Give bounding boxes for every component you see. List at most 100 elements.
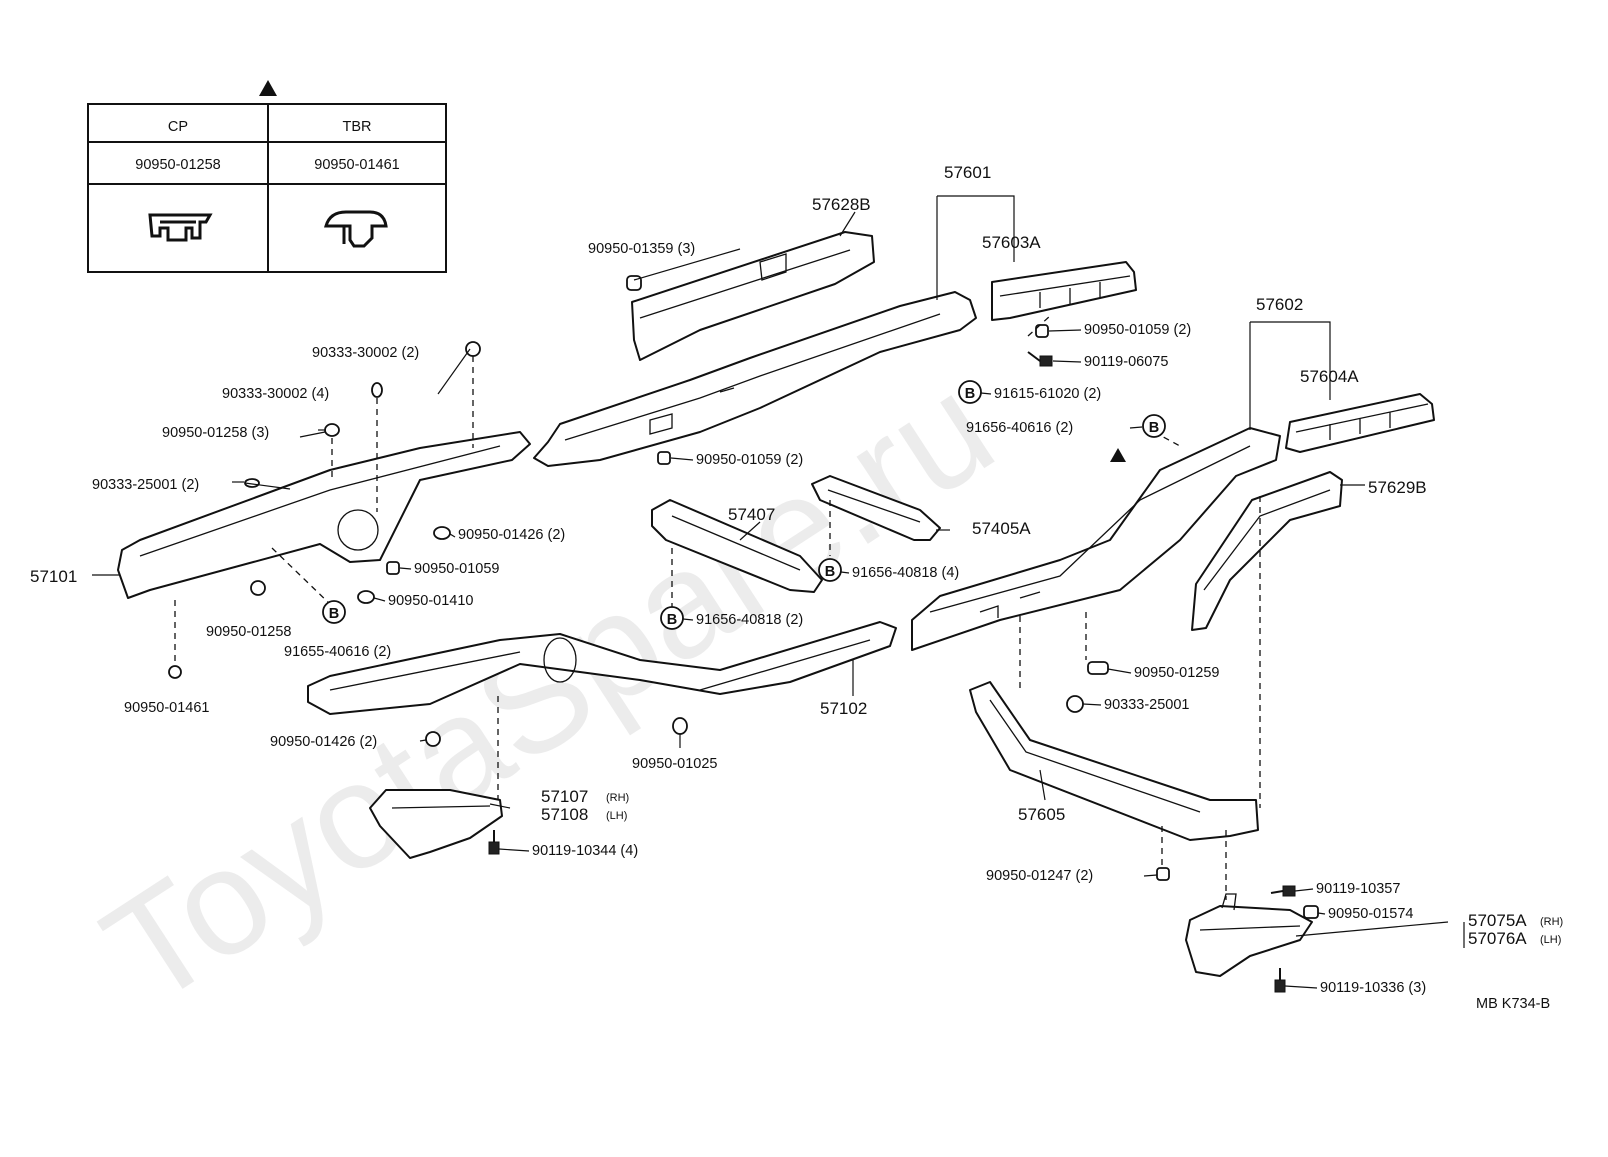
- part-57603a: [991, 261, 1137, 321]
- clip-cp-icon: [148, 213, 213, 242]
- part-57605: [969, 681, 1259, 841]
- badge-b-91655: B: [322, 600, 346, 624]
- callout-labels: 57601 57628B 57603A 57602 57604A 57629B …: [30, 163, 1563, 1012]
- nut-icon: [1035, 324, 1049, 338]
- label-90119-10357: 90119-10357: [1316, 881, 1400, 897]
- label-90950-01025: 90950-01025: [632, 756, 717, 772]
- label-57601: 57601: [944, 163, 991, 182]
- nut-icon: [386, 561, 400, 575]
- label-90950-01258: 90950-01258: [206, 624, 291, 640]
- table-pn-tbr: 90950-01461: [314, 157, 399, 173]
- clip-tbr-icon: [324, 210, 388, 248]
- label-91656-40616: 91656-40616 (2): [966, 420, 1073, 436]
- label-57108-side: (LH): [606, 810, 627, 822]
- label-90950-01461: 90950-01461: [124, 700, 209, 716]
- svg-text:B: B: [667, 612, 677, 628]
- plug-icon: [357, 590, 375, 604]
- label-57107-side: (RH): [606, 792, 629, 804]
- label-90333-30002-4: 90333-30002 (4): [222, 386, 329, 402]
- plug-icon: [672, 717, 688, 735]
- label-90950-01259: 90950-01259: [1134, 665, 1219, 681]
- badge-b-91656-40616: B: [1142, 414, 1166, 438]
- label-90950-01258-3: 90950-01258 (3): [162, 425, 269, 441]
- bolt-icon: [1027, 351, 1053, 367]
- svg-text:B: B: [825, 564, 835, 580]
- nut-icon: [1303, 905, 1319, 919]
- clip-icon: [425, 731, 441, 747]
- label-91656-40818-4: 91656-40818 (4): [852, 565, 959, 581]
- clip-icon: [324, 423, 340, 437]
- part-57601: [533, 291, 977, 467]
- label-90333-25001-2: 90333-25001 (2): [92, 477, 199, 493]
- nut-icon: [657, 451, 671, 465]
- label-57603a: 57603A: [982, 233, 1041, 252]
- nut-icon: [1156, 867, 1170, 881]
- label-91615-61020: 91615-61020 (2): [994, 386, 1101, 402]
- clip-icon: [168, 665, 182, 679]
- label-90950-01574: 90950-01574: [1328, 906, 1413, 922]
- label-90119-06075: 90119-06075: [1084, 354, 1168, 370]
- grommet-icon: [465, 341, 481, 357]
- svg-text:B: B: [329, 606, 339, 622]
- label-57108: 57108: [541, 805, 588, 824]
- hardware: [168, 275, 1319, 993]
- label-90950-01059-c: 90950-01059 (2): [1084, 322, 1191, 338]
- label-91655-40616: 91655-40616 (2): [284, 644, 391, 660]
- label-57102: 57102: [820, 699, 867, 718]
- bolt-icon: [1270, 885, 1296, 897]
- legend-table: CP TBR 90950-01258 90950-01461: [87, 80, 447, 273]
- label-57605: 57605: [1018, 805, 1065, 824]
- badge-b-91615: B: [958, 380, 982, 404]
- part-57407: [651, 499, 823, 593]
- label-90950-01410: 90950-01410: [388, 593, 473, 609]
- part-57101: [117, 431, 531, 599]
- label-90119-10344: 90119-10344 (4): [532, 843, 638, 859]
- label-90950-01426-a: 90950-01426 (2): [458, 527, 565, 543]
- label-90333-30002-2: 90333-30002 (2): [312, 345, 419, 361]
- part-57628b: [631, 231, 875, 361]
- label-57407: 57407: [728, 505, 775, 524]
- part-57602: [911, 427, 1281, 651]
- badge-b-91656-40818-2: B: [660, 606, 684, 630]
- table-col-cp: CP: [168, 119, 188, 135]
- label-57075a: 57075A: [1468, 911, 1527, 930]
- label-connectors: [244, 248, 1326, 989]
- bolt-icon: [1274, 968, 1286, 993]
- label-57629b: 57629B: [1368, 478, 1427, 497]
- plug-icon: [1087, 661, 1109, 675]
- label-90950-01359: 90950-01359 (3): [588, 241, 695, 257]
- label-57076a: 57076A: [1468, 929, 1527, 948]
- label-57075a-side: (RH): [1540, 916, 1563, 928]
- label-57107: 57107: [541, 787, 588, 806]
- grommet-icon: [371, 382, 383, 398]
- leader-lines: [92, 195, 1465, 948]
- plug-icon: [433, 526, 451, 540]
- clip-icon: [250, 580, 266, 596]
- label-90333-25001: 90333-25001: [1104, 697, 1189, 713]
- label-57405a: 57405A: [972, 519, 1031, 538]
- part-57604a: [1285, 393, 1435, 453]
- part-57102: [307, 621, 897, 715]
- triangle-icon: [1110, 448, 1126, 462]
- part-57107: [369, 789, 503, 859]
- label-90950-01247: 90950-01247 (2): [986, 868, 1093, 884]
- table-col-tbr: TBR: [343, 119, 372, 135]
- label-90119-10336: 90119-10336 (3): [1320, 980, 1426, 996]
- svg-text:B: B: [1149, 420, 1159, 436]
- label-57604a: 57604A: [1300, 367, 1359, 386]
- table-pn-cp: 90950-01258: [135, 157, 220, 173]
- reference-code: MB K734-B: [1476, 996, 1550, 1012]
- label-57076a-side: (LH): [1540, 934, 1561, 946]
- reference-lines: [174, 315, 1261, 900]
- label-57602: 57602: [1256, 295, 1303, 314]
- grommet-icon: [1066, 695, 1084, 713]
- label-90950-01426-b: 90950-01426 (2): [270, 734, 377, 750]
- triangle-icon: [259, 80, 277, 96]
- part-57075a: [1185, 893, 1313, 977]
- part-57405a: [811, 475, 941, 541]
- label-57101: 57101: [30, 567, 77, 586]
- label-57628b: 57628B: [812, 195, 871, 214]
- label-90950-01059-b: 90950-01059 (2): [696, 452, 803, 468]
